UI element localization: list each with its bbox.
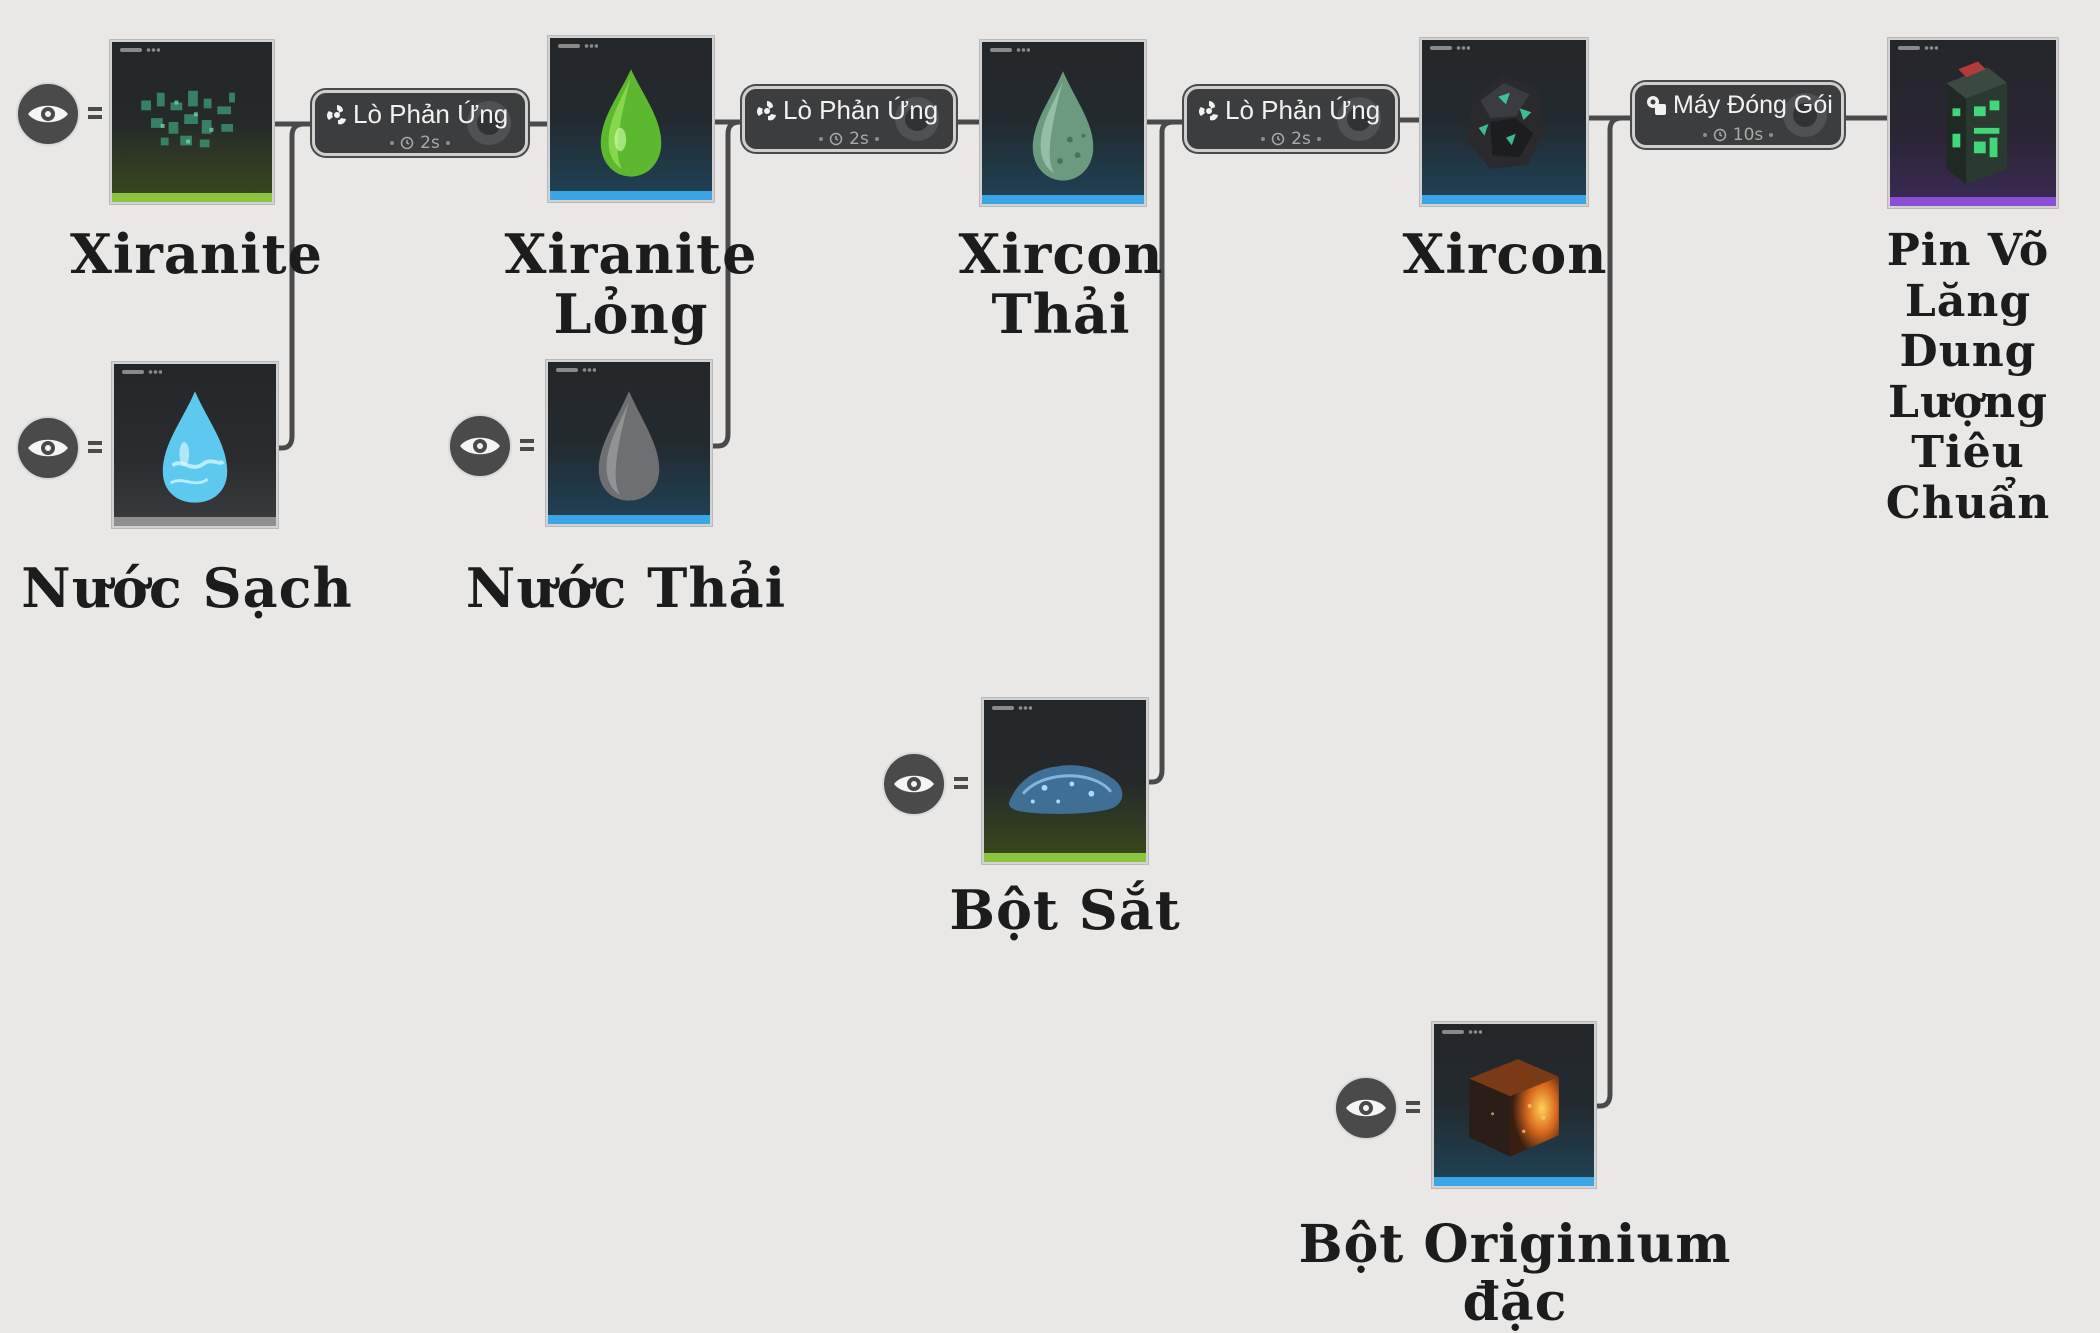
machine-packer[interactable]: Máy Đóng Gói 10s bbox=[1632, 82, 1844, 148]
rarity-bar bbox=[548, 515, 710, 524]
wire-originium-to-packer bbox=[1593, 115, 1635, 1109]
glowing-cube-icon bbox=[1469, 1059, 1559, 1157]
view-originium-powder-button[interactable] bbox=[1334, 1076, 1398, 1140]
item-name-clean-water: Nước Sạch bbox=[21, 556, 353, 620]
item-card-iron-powder[interactable] bbox=[982, 698, 1148, 864]
wire-clean-water-to-reactor-1 bbox=[275, 121, 315, 451]
item-card-waste-water[interactable] bbox=[546, 360, 712, 526]
item-name-waste-xircon: Xircon Thải bbox=[958, 222, 1164, 347]
equals-icon bbox=[520, 439, 534, 451]
card-header-dots bbox=[558, 44, 598, 48]
machine-reactor-1[interactable]: Lò Phản Ứng 2s bbox=[312, 90, 528, 156]
rarity-bar bbox=[1890, 197, 2056, 206]
item-name-battery: Pin Võ Lăng Dung Lượng Tiêu Chuẩn bbox=[1885, 225, 2051, 529]
card-header-dots bbox=[120, 48, 160, 52]
clock-icon bbox=[1713, 128, 1726, 142]
item-card-battery[interactable] bbox=[1888, 38, 2058, 208]
wire-iron-powder-to-reactor-3 bbox=[1145, 119, 1187, 785]
reactor-icon bbox=[1198, 100, 1218, 120]
reactor-icon bbox=[326, 104, 346, 124]
machine-label: Máy Đóng Gói bbox=[1673, 91, 1833, 119]
wire-waste-water-to-reactor-2 bbox=[709, 119, 745, 449]
card-header-dots bbox=[556, 368, 596, 372]
separator-dot bbox=[1769, 133, 1774, 137]
clock-icon bbox=[400, 136, 414, 150]
equals-icon bbox=[954, 777, 968, 789]
item-name-xiranite: Xiranite bbox=[70, 222, 323, 286]
item-name-originium-powder: Bột Originium đặc bbox=[1298, 1214, 1732, 1333]
equals-icon bbox=[88, 107, 102, 119]
item-name-iron-powder: Bột Sắt bbox=[949, 878, 1181, 942]
separator-dot bbox=[1702, 133, 1707, 137]
reactor-icon bbox=[756, 100, 776, 120]
machine-time: 2s bbox=[1291, 129, 1311, 149]
item-card-xiranite[interactable] bbox=[110, 40, 274, 204]
machine-time: 10s bbox=[1732, 125, 1764, 145]
eye-icon bbox=[1346, 1099, 1386, 1117]
view-clean-water-button[interactable] bbox=[16, 416, 80, 480]
card-header-dots bbox=[1430, 46, 1470, 50]
eye-icon bbox=[28, 439, 68, 457]
eye-icon bbox=[28, 105, 68, 123]
machine-time: 2s bbox=[849, 129, 869, 149]
item-card-originium-powder[interactable] bbox=[1432, 1022, 1596, 1188]
clock-icon bbox=[1271, 132, 1285, 146]
water-drop-icon bbox=[162, 391, 228, 503]
card-header-dots bbox=[1898, 46, 1938, 50]
card-header-dots bbox=[990, 48, 1030, 52]
machine-reactor-3[interactable]: Lò Phản Ứng 2s bbox=[1184, 86, 1398, 152]
crystal-cluster-icon bbox=[141, 90, 235, 148]
card-header-dots bbox=[122, 370, 162, 374]
card-header-dots bbox=[992, 706, 1032, 710]
machine-reactor-2[interactable]: Lò Phản Ứng 2s bbox=[742, 86, 956, 152]
rarity-bar bbox=[1434, 1177, 1594, 1186]
machine-label: Lò Phản Ứng bbox=[1225, 95, 1381, 125]
item-card-xircon[interactable] bbox=[1420, 38, 1588, 206]
equals-icon bbox=[1406, 1101, 1420, 1113]
view-waste-water-button[interactable] bbox=[448, 414, 512, 478]
green-drop-icon bbox=[600, 69, 662, 177]
gray-drop-icon bbox=[598, 391, 660, 501]
machine-label: Lò Phản Ứng bbox=[783, 95, 939, 125]
teal-drop-icon bbox=[1032, 71, 1094, 181]
separator-dot bbox=[819, 137, 824, 141]
view-xiranite-button[interactable] bbox=[16, 82, 80, 146]
ore-chunk-icon bbox=[1466, 75, 1545, 169]
rarity-bar bbox=[112, 193, 272, 202]
separator-dot bbox=[1316, 137, 1321, 141]
item-card-clean-water[interactable] bbox=[112, 362, 278, 528]
machine-decoration bbox=[1783, 93, 1827, 137]
battery-pack-icon bbox=[1946, 61, 2008, 185]
separator-dot bbox=[390, 141, 395, 145]
rarity-bar bbox=[1422, 195, 1586, 204]
rarity-bar bbox=[984, 853, 1146, 862]
clock-icon bbox=[829, 132, 843, 146]
machine-decoration bbox=[1337, 97, 1381, 141]
eye-icon bbox=[894, 775, 934, 793]
equals-icon bbox=[88, 441, 102, 453]
item-name-waste-water: Nước Thải bbox=[465, 556, 787, 620]
eye-icon bbox=[460, 437, 500, 455]
machine-decoration bbox=[467, 101, 511, 145]
packer-icon bbox=[1647, 95, 1666, 115]
machine-label: Lò Phản Ứng bbox=[353, 99, 509, 129]
view-iron-powder-button[interactable] bbox=[882, 752, 946, 816]
separator-dot bbox=[874, 137, 879, 141]
item-name-xircon: Xircon bbox=[1402, 222, 1608, 286]
separator-dot bbox=[445, 141, 450, 145]
ore-pile-icon bbox=[1008, 765, 1123, 814]
separator-dot bbox=[1261, 137, 1266, 141]
machine-time: 2s bbox=[420, 133, 440, 153]
rarity-bar bbox=[982, 195, 1144, 204]
machine-decoration bbox=[895, 97, 939, 141]
rarity-bar bbox=[114, 517, 276, 526]
card-header-dots bbox=[1442, 1030, 1482, 1034]
item-card-liquid-xiranite[interactable] bbox=[548, 36, 714, 202]
item-name-liquid-xiranite: Xiranite Lỏng bbox=[504, 222, 758, 347]
rarity-bar bbox=[550, 191, 712, 200]
item-card-waste-xircon[interactable] bbox=[980, 40, 1146, 206]
